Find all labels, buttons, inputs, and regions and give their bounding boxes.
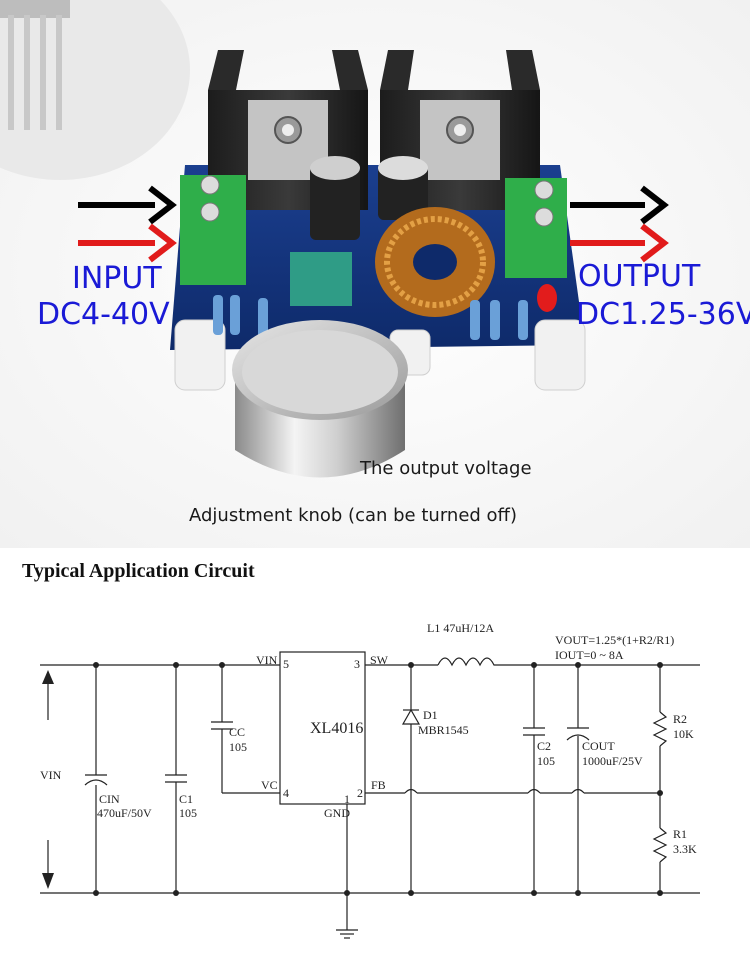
r1-ref: R1 xyxy=(673,827,687,841)
circuit-title: Typical Application Circuit xyxy=(22,560,255,582)
caption-adjustment-knob: Adjustment knob (can be turned off) xyxy=(189,505,517,526)
electrolytic-capacitors xyxy=(310,156,428,240)
c2-ref: C2 xyxy=(537,739,551,753)
c1-ref: C1 xyxy=(179,792,193,806)
cin-ref: CIN xyxy=(99,792,120,806)
output-arrows xyxy=(570,185,669,263)
output-label: OUTPUT xyxy=(578,259,701,294)
pin-vin-label: VIN xyxy=(256,653,278,667)
pin-gnd-label: GND xyxy=(324,806,350,820)
terminal-block-input xyxy=(180,175,246,285)
application-circuit-schematic: XL4016 VIN 5 3 SW VC 4 1 2 FB GND VIN L1… xyxy=(40,621,700,939)
input-range: DC4-40V xyxy=(37,297,170,332)
output-range: DC1.25-36V xyxy=(576,297,750,332)
pin-5: 5 xyxy=(283,657,289,671)
toroid-inductor xyxy=(375,207,495,317)
pin-2: 2 xyxy=(357,786,363,800)
ic-name: XL4016 xyxy=(310,720,363,737)
formula-iout: IOUT=0 ~ 8A xyxy=(555,648,624,662)
input-arrows xyxy=(78,185,177,263)
resistors xyxy=(213,295,528,340)
potentiometer xyxy=(290,252,352,306)
r2-ref: R2 xyxy=(673,712,687,726)
diode-part: MBR1545 xyxy=(418,723,469,737)
c1-value: 105 xyxy=(179,806,197,820)
transistor-leads-corner xyxy=(0,0,190,180)
diode-ref: D1 xyxy=(423,708,438,722)
adjustment-knob xyxy=(232,320,408,478)
pin-vc-label: VC xyxy=(261,778,278,792)
pin-4: 4 xyxy=(283,786,289,800)
c2-value: 105 xyxy=(537,754,555,768)
formula-vout: VOUT=1.25*(1+R2/R1) xyxy=(555,633,674,647)
cout-value: 1000uF/25V xyxy=(582,754,643,768)
pin-sw-label: SW xyxy=(370,653,389,667)
cc-value: 105 xyxy=(229,740,247,754)
pin-1: 1 xyxy=(344,792,350,806)
r2-value: 10K xyxy=(673,727,694,741)
caption-output-voltage: The output voltage xyxy=(360,458,532,479)
vin-label: VIN xyxy=(40,768,62,782)
cout-ref: COUT xyxy=(582,739,615,753)
cin-value: 470uF/50V xyxy=(97,806,152,820)
terminal-block-output xyxy=(505,178,567,278)
cc-ref: CC xyxy=(229,725,245,739)
input-label: INPUT xyxy=(72,261,162,296)
led-indicator xyxy=(537,284,557,312)
inductor-label: L1 47uH/12A xyxy=(427,621,494,635)
pin-3: 3 xyxy=(354,657,360,671)
product-photo xyxy=(0,0,750,548)
pin-fb-label: FB xyxy=(371,778,386,792)
r1-value: 3.3K xyxy=(673,842,697,856)
